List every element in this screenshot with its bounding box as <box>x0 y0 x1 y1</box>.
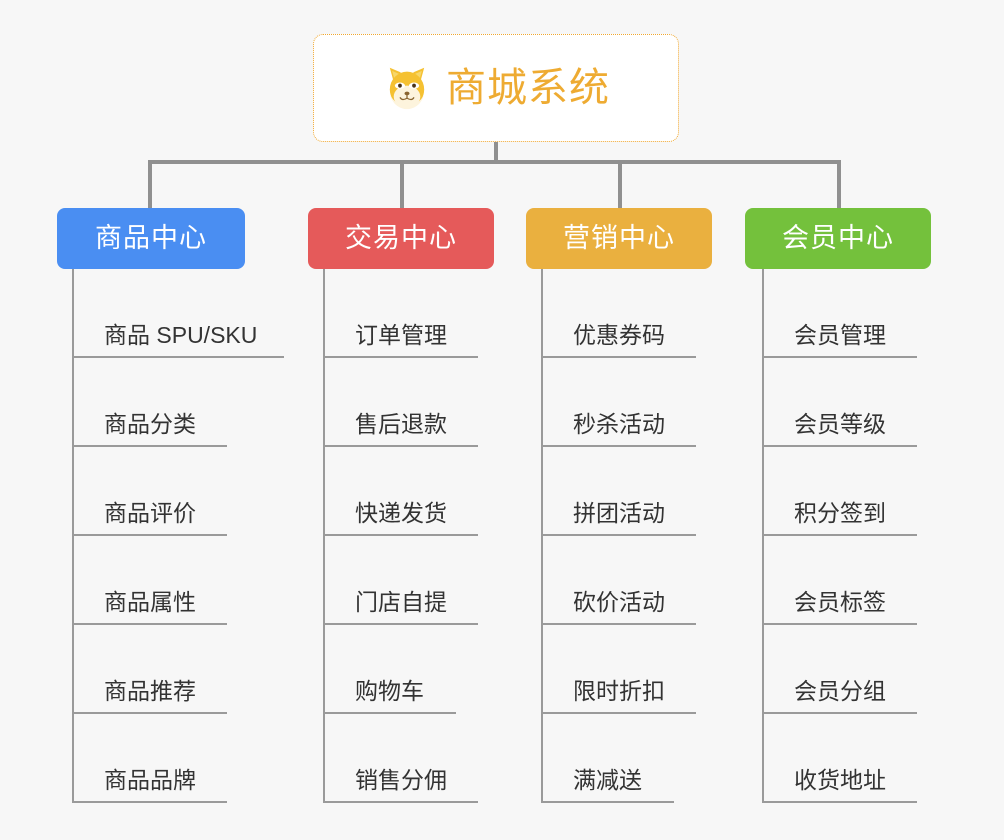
list-item-label: 购物车 <box>355 678 424 704</box>
category-item-column-1: 商品 SPU/SKU 商品分类商品评价商品属性商品推荐商品品牌 <box>72 269 284 803</box>
list-item-label: 满减送 <box>573 767 642 793</box>
category-item-column-2: 订单管理售后退款快递发货门店自提购物车销售分佣 <box>323 269 478 803</box>
list-item[interactable]: 满减送 <box>541 714 674 803</box>
column-spine <box>72 269 74 803</box>
list-item[interactable]: 收货地址 <box>762 714 917 803</box>
list-item-label: 销售分佣 <box>355 767 447 793</box>
list-item[interactable]: 会员管理 <box>762 269 917 358</box>
list-item[interactable]: 积分签到 <box>762 447 917 536</box>
list-item-label: 订单管理 <box>355 322 447 348</box>
category-box-1[interactable]: 商品中心 <box>57 208 245 269</box>
list-item-underline <box>323 801 478 803</box>
list-item[interactable]: 商品 SPU/SKU <box>72 269 284 358</box>
list-item-label: 商品评价 <box>104 500 196 526</box>
list-item-label: 商品 SPU/SKU <box>104 322 258 348</box>
list-item-underline <box>323 712 456 714</box>
list-item[interactable]: 会员等级 <box>762 358 917 447</box>
list-item[interactable]: 优惠券码 <box>541 269 696 358</box>
list-item-underline <box>72 623 227 625</box>
list-item[interactable]: 订单管理 <box>323 269 478 358</box>
list-item[interactable]: 销售分佣 <box>323 714 478 803</box>
list-item-underline <box>541 445 696 447</box>
list-item-underline <box>72 534 227 536</box>
list-item-label: 商品推荐 <box>104 678 196 704</box>
column-spine <box>323 269 325 803</box>
list-item-label: 售后退款 <box>355 411 447 437</box>
connector-root-stem <box>494 142 498 164</box>
connector-drop-2 <box>400 160 404 210</box>
list-item-label: 会员管理 <box>794 322 886 348</box>
list-item[interactable]: 快递发货 <box>323 447 478 536</box>
root-node-card[interactable]: 商城系统 <box>313 34 679 142</box>
list-item-underline <box>323 445 478 447</box>
list-item[interactable]: 拼团活动 <box>541 447 696 536</box>
list-item-underline <box>541 623 696 625</box>
list-item-label: 积分签到 <box>794 500 886 526</box>
connector-drop-1 <box>148 160 152 210</box>
connector-drop-3 <box>618 160 622 210</box>
list-item-label: 收货地址 <box>794 767 886 793</box>
list-item[interactable]: 商品品牌 <box>72 714 257 803</box>
list-item-underline <box>762 712 917 714</box>
list-item-underline <box>323 623 478 625</box>
list-item-label: 商品分类 <box>104 411 196 437</box>
category-box-2[interactable]: 交易中心 <box>308 208 494 269</box>
category-item-column-3: 优惠券码秒杀活动拼团活动砍价活动限时折扣满减送 <box>541 269 696 803</box>
list-item-underline <box>762 534 917 536</box>
list-item[interactable]: 门店自提 <box>323 536 478 625</box>
list-item[interactable]: 售后退款 <box>323 358 478 447</box>
list-item-underline <box>762 356 917 358</box>
category-label: 交易中心 <box>345 223 457 253</box>
list-item-label: 快递发货 <box>355 500 447 526</box>
category-box-4[interactable]: 会员中心 <box>745 208 931 269</box>
list-item-underline <box>323 356 478 358</box>
list-item-underline <box>541 534 696 536</box>
list-item-label: 限时折扣 <box>573 678 665 704</box>
list-item[interactable]: 商品推荐 <box>72 625 257 714</box>
list-item-label: 会员标签 <box>794 589 886 615</box>
list-item-underline <box>762 623 917 625</box>
connector-horizontal-bus <box>148 160 839 164</box>
list-item-label: 秒杀活动 <box>573 411 665 437</box>
category-item-column-4: 会员管理会员等级积分签到会员标签会员分组收货地址 <box>762 269 917 803</box>
list-item-underline <box>323 534 478 536</box>
category-label: 营销中心 <box>563 223 675 253</box>
list-item[interactable]: 会员分组 <box>762 625 917 714</box>
column-spine <box>762 269 764 803</box>
category-label: 会员中心 <box>782 223 894 253</box>
list-item[interactable]: 商品分类 <box>72 358 257 447</box>
root-node-title: 商城系统 <box>446 66 610 110</box>
list-item-label: 拼团活动 <box>573 500 665 526</box>
list-item[interactable]: 商品评价 <box>72 447 257 536</box>
list-item[interactable]: 会员标签 <box>762 536 917 625</box>
list-item-underline <box>72 356 284 358</box>
category-label: 商品中心 <box>95 223 207 253</box>
list-item-underline <box>541 801 674 803</box>
list-item-underline <box>72 445 227 447</box>
list-item-underline <box>762 445 917 447</box>
list-item-label: 会员等级 <box>794 411 886 437</box>
list-item-label: 门店自提 <box>355 589 447 615</box>
list-item-label: 商品品牌 <box>104 767 196 793</box>
shiba-dog-face-icon <box>382 63 432 113</box>
list-item-underline <box>762 801 917 803</box>
category-box-3[interactable]: 营销中心 <box>526 208 712 269</box>
column-spine <box>541 269 543 803</box>
list-item-label: 砍价活动 <box>573 589 665 615</box>
list-item-label: 商品属性 <box>104 589 196 615</box>
list-item[interactable]: 秒杀活动 <box>541 358 696 447</box>
list-item-underline <box>541 712 696 714</box>
list-item-label: 会员分组 <box>794 678 886 704</box>
list-item-label: 优惠券码 <box>573 322 665 348</box>
list-item-underline <box>72 801 227 803</box>
list-item[interactable]: 购物车 <box>323 625 456 714</box>
connector-drop-4 <box>837 160 841 210</box>
list-item[interactable]: 砍价活动 <box>541 536 696 625</box>
list-item[interactable]: 商品属性 <box>72 536 257 625</box>
list-item-underline <box>541 356 696 358</box>
list-item-underline <box>72 712 227 714</box>
list-item[interactable]: 限时折扣 <box>541 625 696 714</box>
